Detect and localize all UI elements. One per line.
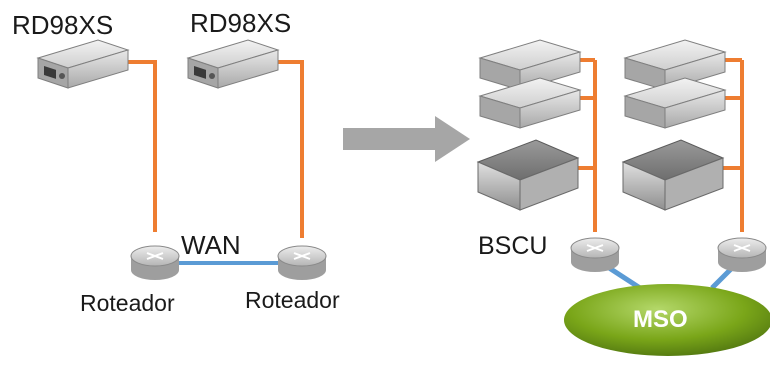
router-icon [717, 237, 767, 272]
rack-unit-icon [36, 39, 130, 89]
local-links-left [112, 60, 304, 238]
router-icon [277, 245, 327, 280]
network-switch-icon [476, 139, 580, 211]
router-label-left: Roteador [80, 290, 175, 316]
router-label-right: Roteador [245, 287, 340, 313]
local-links-right [575, 58, 744, 232]
network-switch-icon [621, 139, 725, 211]
rack-unit-icon [186, 39, 280, 89]
device-label-right: RD98XS [190, 8, 292, 38]
rack-unit-icon [623, 77, 727, 129]
rack-unit-icon [478, 77, 582, 129]
link-device1-router1 [112, 60, 157, 232]
router-icon [570, 237, 620, 272]
link-device2-router2 [263, 60, 304, 238]
bscu-label: BSCU [478, 232, 548, 260]
router-icon [130, 245, 180, 280]
device-label-left: RD98XS [12, 10, 114, 40]
transition-arrow [343, 116, 470, 162]
mso-ellipse [564, 284, 770, 356]
mso-label: MSO [633, 306, 688, 333]
wan-label: WAN [181, 230, 241, 260]
